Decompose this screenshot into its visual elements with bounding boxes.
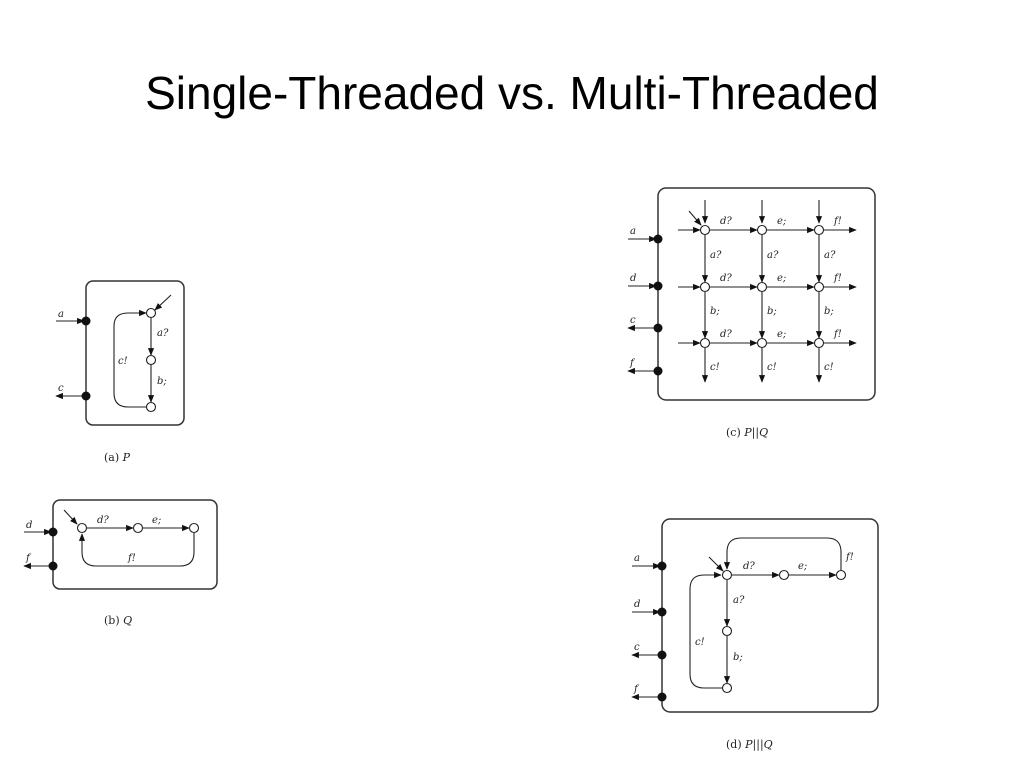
caption-b: (b) Q [104, 614, 132, 627]
port-c [81, 391, 91, 401]
port-label-d: d [630, 273, 636, 284]
port-label-f: f [25, 553, 32, 564]
state-pqq-1 [721, 569, 733, 581]
row-label-e: e; [777, 273, 786, 284]
transition-label-f: f! [127, 553, 136, 564]
port-label-a: a [634, 553, 640, 564]
diagram-p-parallel-q: a d c f [627, 187, 876, 440]
row-label-e: e; [777, 216, 786, 227]
state-p-1 [145, 307, 157, 319]
state-pq-1-2 [756, 224, 768, 236]
col-label-b: b; [710, 306, 720, 317]
caption-c: (c) P||Q [726, 426, 768, 440]
row-label-d: d? [720, 273, 732, 284]
col-label-c: c! [767, 362, 777, 373]
port-label-a: a [58, 309, 64, 320]
port-a [653, 234, 663, 244]
transition-label-f: f! [845, 552, 854, 563]
port-label-f: f [633, 684, 640, 695]
state-p-2 [145, 354, 157, 366]
port-c [657, 650, 667, 660]
port-label-c: c [58, 383, 64, 394]
port-c [653, 323, 663, 333]
port-f [48, 561, 58, 571]
transition-label-e: e; [152, 515, 161, 526]
state-pqq-3 [835, 569, 847, 581]
row-label-d: d? [720, 329, 732, 340]
port-a [81, 316, 91, 326]
col-label-b: b; [767, 306, 777, 317]
col-label-c: c! [824, 362, 834, 373]
state-pq-3-1 [699, 337, 711, 349]
transition-label-a: a? [157, 328, 169, 339]
state-q-1 [76, 522, 88, 534]
component-box-pqq [661, 518, 879, 713]
col-label-a: a? [710, 250, 722, 261]
row-label-e: e; [777, 329, 786, 340]
component-box-pq [657, 187, 876, 401]
state-pq-2-3 [813, 281, 825, 293]
port-label-f: f [629, 358, 636, 369]
slide-title: Single-Threaded vs. Multi-Threaded [145, 67, 879, 119]
transition-label-a: a? [733, 595, 745, 606]
port-f [657, 692, 667, 702]
port-a [657, 561, 667, 571]
state-pq-3-2 [756, 337, 768, 349]
state-pq-1-3 [813, 224, 825, 236]
col-label-b: b; [824, 306, 834, 317]
state-p-3 [145, 401, 157, 413]
row-label-f: f! [833, 216, 842, 227]
transition-label-d: d? [97, 515, 109, 526]
transition-label-d: d? [743, 561, 755, 572]
caption-a: (a) P [104, 451, 131, 464]
state-pqq-5 [721, 682, 733, 694]
diagram-p: a c a? b; c! (a) P [55, 280, 185, 464]
port-d [653, 281, 663, 291]
state-q-3 [188, 522, 200, 534]
col-label-c: c! [710, 362, 720, 373]
port-d [48, 527, 58, 537]
state-pqq-4 [721, 625, 733, 637]
row-label-d: d? [720, 216, 732, 227]
port-label-c: c [630, 315, 636, 326]
state-q-2 [132, 522, 144, 534]
port-label-c: c [634, 642, 640, 653]
transition-label-c: c! [118, 356, 128, 367]
transition-label-b: b; [157, 376, 167, 387]
port-f [653, 366, 663, 376]
state-pq-2-2 [756, 281, 768, 293]
col-label-a: a? [767, 250, 779, 261]
state-pq-2-1 [699, 281, 711, 293]
port-d [657, 607, 667, 617]
component-box-p [85, 280, 185, 426]
port-label-d: d [634, 599, 640, 610]
diagram-p-interleave-q: a d c f d? e; f! a? b; c! (d) P|||Q [631, 518, 879, 752]
state-pq-3-3 [813, 337, 825, 349]
transition-label-b: b; [733, 652, 743, 663]
transition-label-c: c! [695, 637, 705, 648]
port-label-d: d [26, 520, 32, 531]
row-label-f: f! [833, 273, 842, 284]
state-pq-1-1 [699, 224, 711, 236]
transition-label-e: e; [798, 561, 807, 572]
component-box-q [52, 499, 218, 590]
port-label-a: a [630, 226, 636, 237]
state-pqq-2 [778, 569, 790, 581]
row-label-f: f! [833, 329, 842, 340]
col-label-a: a? [824, 250, 836, 261]
caption-d: (d) P|||Q [726, 738, 773, 752]
diagram-q: d f d? e; f! (b) Q [23, 499, 218, 627]
